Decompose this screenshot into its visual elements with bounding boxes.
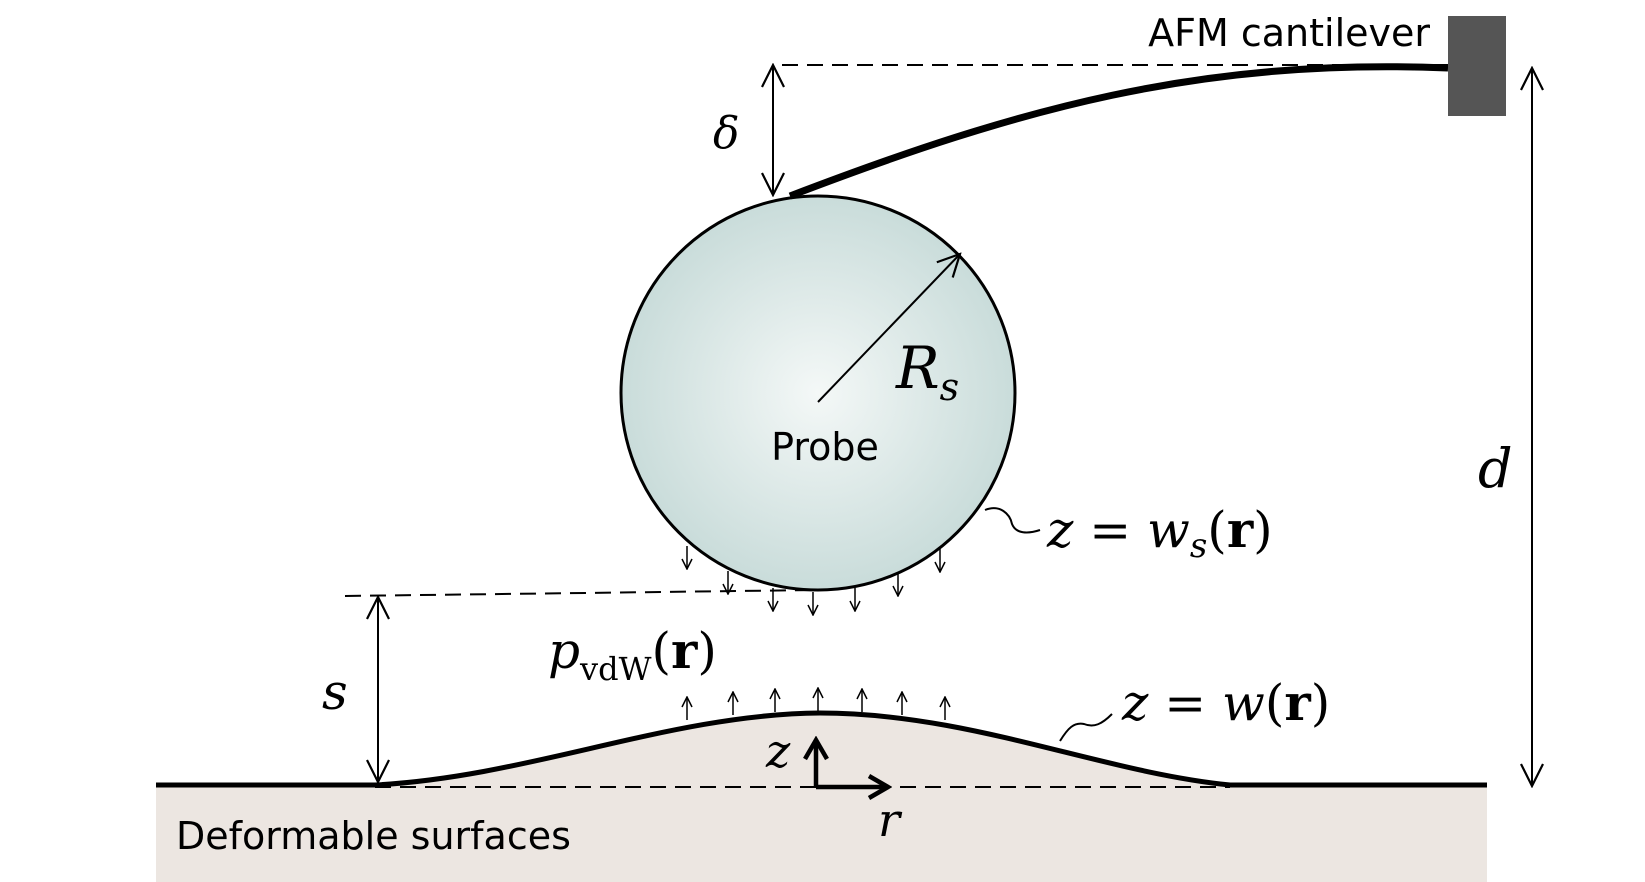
- gap-s-label: s: [322, 663, 348, 721]
- cantilever-label: AFM cantilever: [1148, 11, 1430, 55]
- probe-bottom-reference-line: [344, 589, 819, 597]
- sample-surface-equation: z = w(r): [1121, 673, 1330, 732]
- delta-label: δ: [713, 108, 740, 159]
- probe-vdw-force-arrows: [687, 546, 940, 615]
- cantilever-base: [1448, 16, 1506, 116]
- surface-label: Deformable surfaces: [176, 814, 571, 858]
- coordinate-axes: [816, 740, 888, 787]
- probe-label: Probe: [771, 425, 879, 469]
- radius-arrow: [817, 254, 960, 403]
- radius-label: Rs: [895, 334, 959, 409]
- cantilever-beam: [788, 63, 1449, 200]
- distance-d-label: d: [1478, 437, 1513, 500]
- surface-vdw-force-arrows: [687, 688, 945, 720]
- deformable-substrate: [156, 713, 1487, 882]
- vdw-pressure-label: pvdW(r): [548, 621, 717, 688]
- probe-surface-leader: [984, 507, 1041, 534]
- sample-surface-leader: [1059, 713, 1113, 742]
- sample-surface-profile: [156, 710, 1487, 788]
- axis-z-label: z: [765, 724, 791, 778]
- probe-surface-equation: z = ws(r): [1046, 500, 1273, 566]
- probe-sphere: [619, 194, 1017, 592]
- axis-r-label: r: [878, 793, 903, 847]
